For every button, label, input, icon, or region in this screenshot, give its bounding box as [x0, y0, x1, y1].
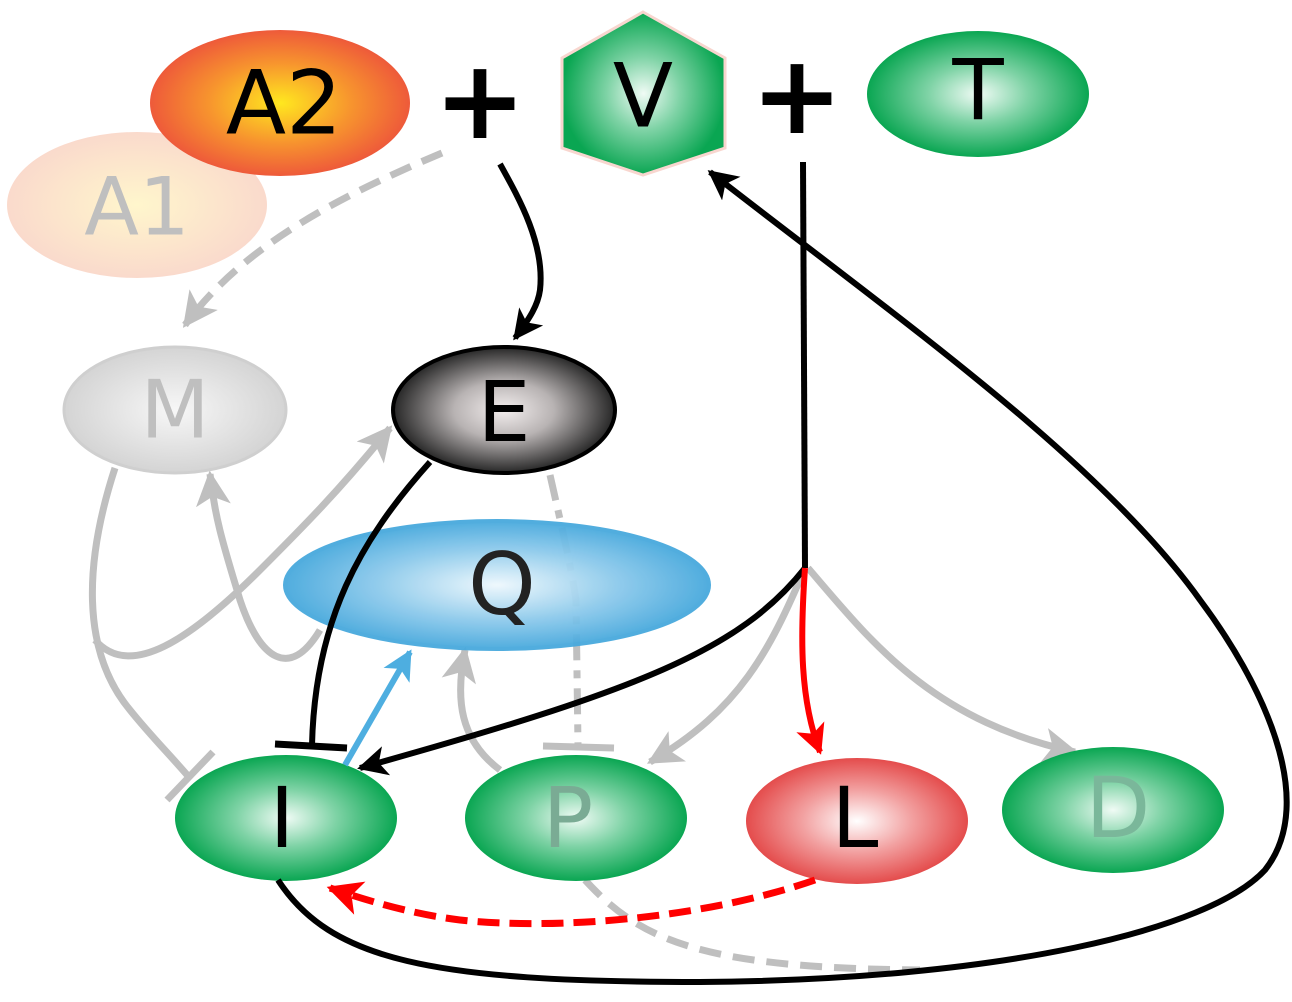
- node-V-label: V: [613, 45, 673, 148]
- edge-A2V-to-E: [497, 162, 544, 341]
- node-A1: A1: [7, 132, 267, 278]
- edge-E-inhibits-P-bar: [542, 742, 615, 752]
- node-Q: Q: [283, 519, 711, 651]
- node-E-label: E: [477, 363, 530, 461]
- node-M: M: [62, 345, 288, 475]
- edge-VT-to-L: [796, 567, 825, 755]
- edge-E-inhibits-I: [309, 459, 433, 746]
- node-I-label: I: [270, 769, 295, 867]
- node-I: I: [175, 755, 397, 881]
- node-E: E: [391, 345, 617, 475]
- edge-M-to-E: [92, 425, 393, 660]
- edge-I-to-V: [275, 169, 1290, 986]
- edge-Q-to-M: [196, 470, 324, 662]
- node-V: V: [560, 10, 727, 177]
- node-A2-label: A2: [226, 52, 342, 155]
- node-T-label: T: [951, 41, 1004, 139]
- node-A1-label: A1: [84, 161, 190, 254]
- node-D: D: [1002, 747, 1224, 873]
- edge-VT-to-I: [357, 566, 808, 776]
- node-D-label: D: [1086, 759, 1151, 857]
- node-A2: A2: [150, 30, 410, 176]
- edge-P-dashed-bottom: [582, 877, 921, 974]
- node-M-label: M: [140, 364, 209, 457]
- edge-I-to-Q: [342, 649, 413, 767]
- edge-M-inhibits-I-bar: [164, 749, 216, 803]
- edge-VT-to-P: [646, 566, 809, 766]
- node-L-label: L: [832, 769, 879, 867]
- plus-operator-2: +: [751, 31, 843, 159]
- node-Q-label: Q: [468, 535, 536, 635]
- edge-VT-stem: [800, 161, 808, 569]
- edge-M-inhibits-I: [88, 466, 191, 779]
- edge-P-to-Q: [441, 646, 503, 773]
- plus-operator-1: +: [434, 36, 526, 164]
- edge-VT-to-D: [805, 565, 1079, 763]
- node-L: L: [746, 758, 968, 884]
- edge-L-to-I: [326, 876, 817, 928]
- node-P: P: [465, 755, 687, 881]
- edge-A2V-to-M: [182, 149, 444, 328]
- edge-E-inhibits-I-bar: [274, 740, 348, 752]
- node-T: T: [867, 31, 1089, 157]
- node-P-label: P: [543, 769, 594, 867]
